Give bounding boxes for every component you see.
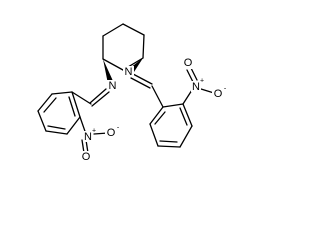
imine-nitrogen-left: N <box>109 80 117 92</box>
nitro-oxygen-right-charge: - <box>224 86 227 93</box>
nitro-oxygen-left-single: O <box>107 127 116 139</box>
nitro-nitrogen-left-charge: + <box>92 128 96 135</box>
nitro-oxygen-right-single: O <box>214 88 223 100</box>
atom-labels: N N N + O O - N + O O - <box>80 57 227 163</box>
right-nitro-group <box>182 67 215 105</box>
nitro-nitrogen-left: N <box>84 131 92 143</box>
right-benzene-ring <box>149 85 193 148</box>
nitro-oxygen-left-charge: - <box>117 125 120 132</box>
nitro-nitrogen-right-charge: + <box>200 78 204 85</box>
wedge-bond-left <box>103 59 113 84</box>
right-imine <box>130 73 153 89</box>
nitro-oxygen-left-double: O <box>82 151 91 163</box>
chemical-structure: N N N + O O - N + O O - <box>37 23 227 163</box>
nitro-oxygen-right-double: O <box>184 57 193 69</box>
left-benzene-ring <box>37 91 92 135</box>
cyclohexane-ring <box>102 23 145 71</box>
nitro-nitrogen-right: N <box>192 81 200 93</box>
left-imine <box>89 88 110 107</box>
imine-nitrogen-right: N <box>125 66 133 78</box>
